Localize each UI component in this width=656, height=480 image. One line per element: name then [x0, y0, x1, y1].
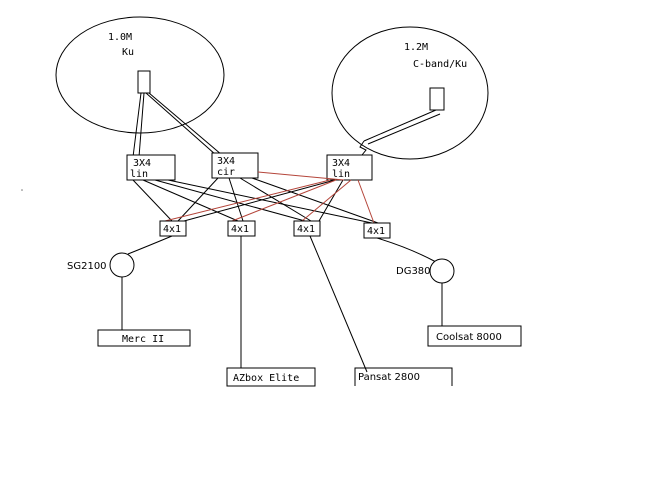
switch-2-pol: cir: [217, 167, 235, 178]
cables-right-lnb: [359, 109, 441, 156]
receiver-merc-box: [97, 329, 191, 347]
dish-left-reflector: [55, 16, 225, 134]
multiswitch-3-label: 4x1: [297, 224, 315, 235]
receiver-coolsat-label: Coolsat 8000: [436, 332, 502, 343]
dish-left-band: Ku: [122, 47, 134, 58]
red-wiring: [164, 171, 375, 224]
motor-left: [109, 252, 135, 278]
motor-left-label: SG2100: [67, 261, 107, 272]
receiver-merc-label: Merc II: [122, 334, 164, 345]
switch-1-type: 3X4: [133, 158, 151, 169]
receiver-azbox-box: [226, 367, 316, 387]
receiver-pansat-box: [354, 367, 453, 386]
dish-left-size: 1.0M: [108, 32, 132, 43]
stray-dot: [21, 189, 23, 191]
switch-2-box: [211, 152, 259, 179]
switch-3-type: 3X4: [332, 158, 350, 169]
receiver-coolsat-box: [427, 325, 522, 347]
motor-right: [429, 258, 455, 284]
multiswitch-1-label: 4x1: [163, 224, 181, 235]
multiswitch-1-box: [159, 220, 187, 237]
switch-3-pol: lin: [332, 169, 350, 180]
receiver-pansat-label: Pansat 2800: [358, 372, 420, 383]
switch-3-box: [326, 154, 373, 181]
switch-1-box: [126, 154, 176, 181]
downlink-wiring: [127, 235, 437, 373]
lnb-right: [429, 87, 445, 111]
switch-to-multiswitch-wiring: [132, 177, 379, 224]
dish-right-band: C-band/Ku: [413, 59, 467, 70]
dish-right-reflector: [331, 26, 489, 160]
switch-2-type: 3X4: [217, 156, 235, 167]
lnb-left: [137, 70, 151, 94]
cables-left-lnb: [132, 92, 223, 158]
multiswitch-3-box: [293, 220, 321, 237]
receiver-azbox-label: AZbox Elite: [233, 373, 299, 384]
motor-right-label: DG380: [396, 266, 431, 277]
multiswitch-4-label: 4x1: [367, 226, 385, 237]
switch-1-pol: lin: [130, 169, 148, 180]
multiswitch-2-label: 4x1: [231, 224, 249, 235]
dish-right-size: 1.2M: [404, 42, 428, 53]
